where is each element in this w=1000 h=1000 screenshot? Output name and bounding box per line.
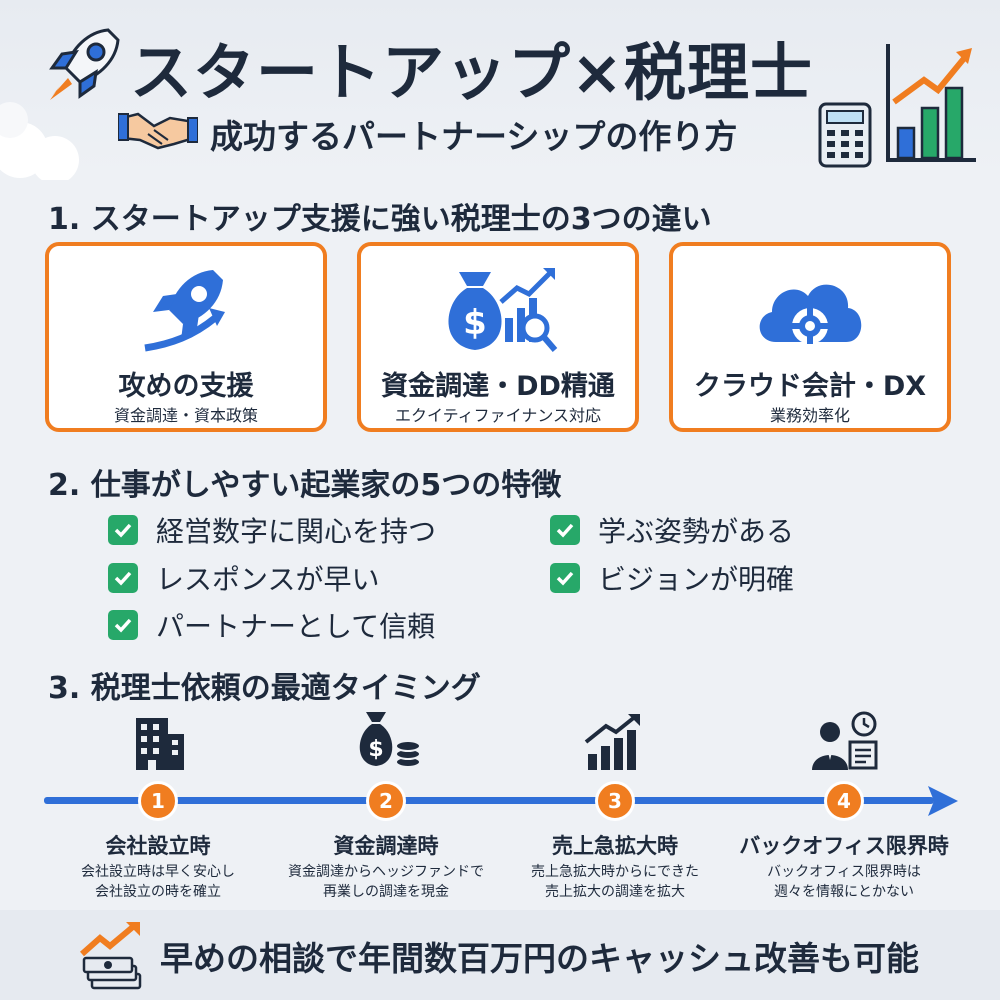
step-desc-line: 週々を情報にとかない — [774, 884, 914, 900]
footer-message: 早めの相談で年間数百万円のキャッシュ改善も可能 — [160, 939, 919, 978]
step-number-badge: 4 — [824, 781, 864, 821]
card-subtitle: 資金調達・資本政策 — [113, 406, 258, 425]
trait-label: ビジョンが明確 — [598, 563, 795, 596]
timeline-line — [44, 797, 934, 804]
section3-title: 3. 税理士依頼の最適タイミング — [48, 671, 481, 706]
money-bag-chart-icon: $ — [448, 268, 558, 352]
step-title: バックオフィス限界時 — [739, 834, 949, 858]
page-title: スタートアップ×税理士 — [130, 36, 813, 109]
building-icon — [136, 718, 184, 770]
card-subtitle: エクイティファイナンス対応 — [394, 406, 602, 425]
step-desc-line: 会社設立時は早く安心し — [81, 864, 235, 880]
step-desc-line: バックオフィス限界時は — [767, 864, 921, 880]
trait-item: 経営数字に関心を持つ — [108, 510, 436, 550]
step-desc-line: 売上急拡大時からにできた — [531, 864, 699, 880]
cloud-gear-icon — [759, 284, 862, 344]
cash-growth-icon — [80, 922, 142, 990]
step-title: 会社設立時 — [105, 834, 211, 858]
businessman-clock-icon — [812, 711, 878, 770]
step-title: 資金調達時 — [333, 834, 439, 858]
card-subtitle: 業務効率化 — [769, 406, 850, 425]
trait-item: ビジョンが明確 — [550, 558, 794, 598]
step-number-badge: 3 — [595, 781, 635, 821]
trait-label: 経営数字に関心を持つ — [156, 515, 437, 548]
step-title: 売上急拡大時 — [552, 834, 678, 858]
step-description: 会社設立時は早く安心し 会社設立の時を確立 — [38, 862, 278, 902]
card-title: クラウド会計・DX — [693, 371, 927, 402]
svg-text:$: $ — [463, 303, 487, 343]
step-desc-line: 売上拡大の調達を拡大 — [545, 884, 685, 900]
section1-title: 1. スタートアップ支援に強い税理士の3つの違い — [48, 202, 712, 237]
trait-label: レスポンスが早い — [156, 563, 380, 596]
checkmark-icon — [108, 563, 138, 593]
footer-band — [0, 910, 1000, 1000]
rocket-icon — [49, 28, 120, 100]
step-number-badge: 2 — [366, 781, 406, 821]
money-bag-coins-icon: $ — [359, 712, 421, 768]
card-title: 資金調達・DD精通 — [381, 371, 615, 402]
svg-text:$: $ — [368, 737, 383, 762]
step-desc-line: 資金調達からヘッジファンドで — [288, 864, 484, 880]
step-description: 売上急拡大時からにできた 売上拡大の調達を拡大 — [495, 862, 735, 902]
checkmark-icon — [108, 515, 138, 545]
trait-item: 学ぶ姿勢がある — [550, 510, 794, 550]
trait-item: パートナーとして信頼 — [108, 605, 435, 645]
card-aggressive-support: 攻めの支援 資金調達・資本政策 — [45, 242, 327, 432]
smoke-cloud — [0, 102, 79, 180]
step-desc-line: 会社設立の時を確立 — [95, 884, 221, 900]
step-desc-line: 再業しの調達を現金 — [323, 884, 449, 900]
checkmark-icon — [550, 563, 580, 593]
checkmark-icon — [550, 515, 580, 545]
bar-chart-growth-icon — [886, 44, 976, 162]
page-subtitle: 成功するパートナーシップの作り方 — [210, 117, 738, 156]
card-title: 攻めの支援 — [118, 371, 254, 402]
handshake-icon — [118, 112, 198, 150]
step-description: バックオフィス限界時は 週々を情報にとかない — [724, 862, 964, 902]
step-number-badge: 1 — [138, 781, 178, 821]
step-description: 資金調達からヘッジファンドで 再業しの調達を現金 — [266, 862, 506, 902]
calculator-icon — [818, 102, 872, 168]
checkmark-icon — [108, 610, 138, 640]
rocket-icon — [144, 270, 225, 352]
arrow-right-icon — [928, 786, 958, 816]
card-funding-dd: $ 資金調達・DD精通 エクイティファイナンス対応 — [357, 242, 639, 432]
trait-item: レスポンスが早い — [108, 558, 379, 598]
trait-label: 学ぶ姿勢がある — [598, 515, 795, 548]
trait-label: パートナーとして信頼 — [156, 610, 436, 643]
section2-title: 2. 仕事がしやすい起業家の5つの特徴 — [48, 468, 562, 503]
growth-chart-icon — [584, 714, 640, 770]
card-cloud-dx: クラウド会計・DX 業務効率化 — [669, 242, 951, 432]
